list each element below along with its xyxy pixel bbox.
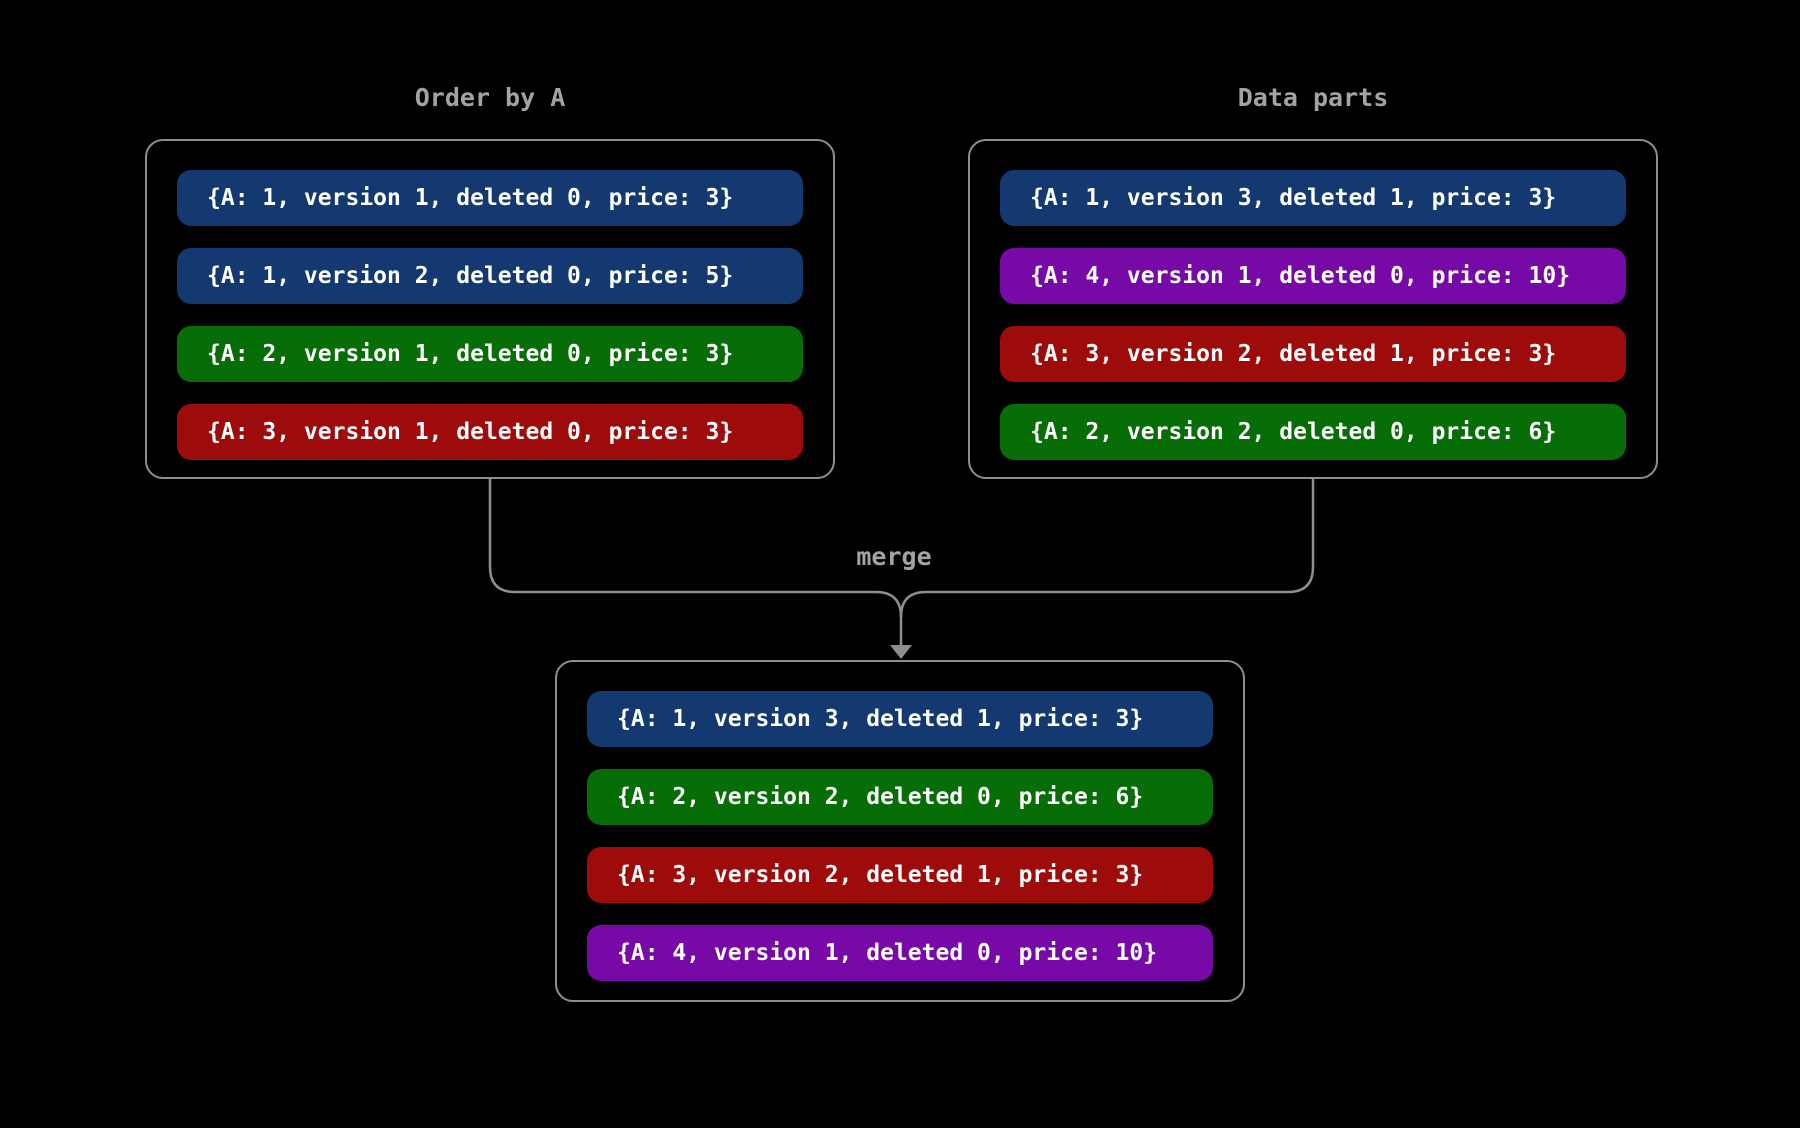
right-box-title: Data parts <box>1237 83 1389 112</box>
record-row: {A: 3, version 2, deleted 1, price: 3} <box>1000 326 1626 382</box>
record-row: {A: 4, version 1, deleted 0, price: 10} <box>587 925 1213 981</box>
record-row: {A: 1, version 3, deleted 1, price: 3} <box>587 691 1213 747</box>
merge-label: merge <box>856 542 932 571</box>
left-branch-line <box>488 479 903 618</box>
arrow-down-icon <box>890 645 912 659</box>
order-by-a-box: {A: 1, version 1, deleted 0, price: 3} {… <box>145 139 835 479</box>
record-row: {A: 2, version 2, deleted 0, price: 6} <box>587 769 1213 825</box>
record-row: {A: 1, version 2, deleted 0, price: 5} <box>177 248 803 304</box>
record-row: {A: 2, version 1, deleted 0, price: 3} <box>177 326 803 382</box>
merged-result-box: {A: 1, version 3, deleted 1, price: 3} {… <box>555 660 1245 1002</box>
record-row: {A: 1, version 1, deleted 0, price: 3} <box>177 170 803 226</box>
left-box-title: Order by A <box>414 83 566 112</box>
record-row: {A: 2, version 2, deleted 0, price: 6} <box>1000 404 1626 460</box>
record-row: {A: 3, version 1, deleted 0, price: 3} <box>177 404 803 460</box>
record-row: {A: 4, version 1, deleted 0, price: 10} <box>1000 248 1626 304</box>
data-parts-box: {A: 1, version 3, deleted 1, price: 3} {… <box>968 139 1658 479</box>
record-row: {A: 3, version 2, deleted 1, price: 3} <box>587 847 1213 903</box>
right-branch-line <box>899 479 1315 618</box>
record-row: {A: 1, version 3, deleted 1, price: 3} <box>1000 170 1626 226</box>
